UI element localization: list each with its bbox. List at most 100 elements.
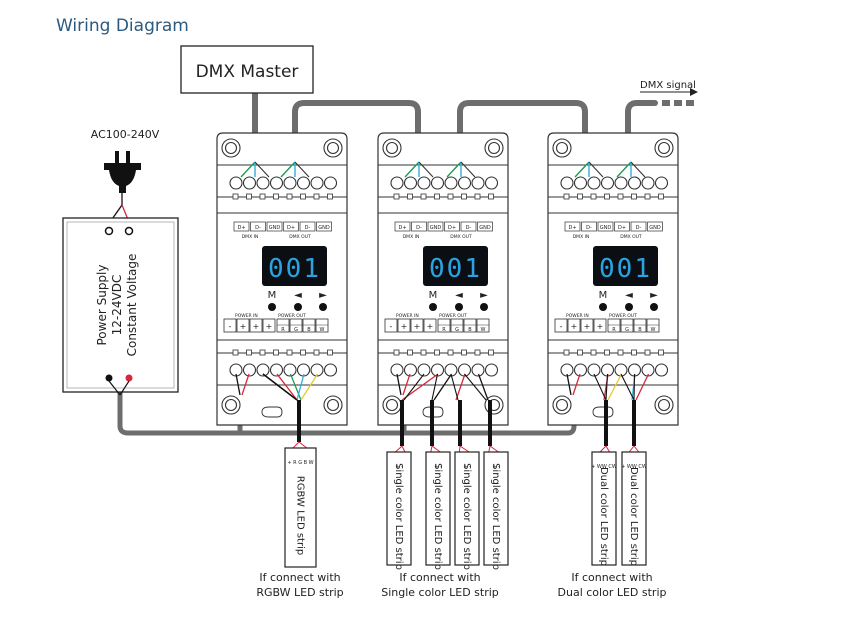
menu-button[interactable] bbox=[599, 303, 607, 311]
channel-terminal-box bbox=[620, 318, 634, 333]
strip-pins: + WW CW bbox=[621, 464, 647, 470]
strip-label: Dual color LED strip bbox=[628, 467, 639, 566]
dmx-screw-terminal bbox=[471, 176, 485, 190]
led-display bbox=[593, 246, 658, 286]
display-value: 001 bbox=[268, 254, 321, 284]
strip-pins: + R G B W bbox=[287, 460, 313, 466]
dmx-screw-terminal bbox=[457, 176, 472, 190]
dmx-terminal-label: D+ bbox=[237, 225, 245, 231]
dmx-terminal-box bbox=[266, 221, 283, 232]
strip-label: RGBW LED strip bbox=[295, 476, 306, 555]
single-color-strip-4: + -Single color LED strip bbox=[483, 400, 509, 570]
display-value: 001 bbox=[429, 254, 482, 284]
channel-terminal-label: W bbox=[320, 327, 325, 333]
led-display bbox=[262, 246, 327, 286]
dmx-terminal-box bbox=[316, 221, 332, 232]
power-terminal-box bbox=[580, 318, 594, 333]
left-button[interactable] bbox=[294, 303, 302, 311]
dmx-screw-terminal bbox=[242, 176, 257, 190]
left-button[interactable] bbox=[625, 303, 633, 311]
dmx-terminal-box bbox=[477, 221, 493, 232]
power-terminal-box bbox=[397, 318, 411, 333]
dmx-screw-terminal bbox=[310, 176, 324, 190]
power-terminal-label: + bbox=[427, 322, 434, 331]
power-terminal-box bbox=[262, 318, 276, 333]
button-label: ► bbox=[650, 290, 658, 301]
output-screw-terminal bbox=[587, 363, 601, 377]
dmx-screw-terminal bbox=[627, 176, 642, 190]
captions: If connect with RGBW LED strip If connec… bbox=[256, 571, 666, 599]
power-terminal-box bbox=[410, 318, 424, 333]
arrow-head-icon bbox=[690, 88, 698, 96]
dmx-terminal-label: GND bbox=[600, 225, 612, 231]
right-button[interactable] bbox=[319, 303, 327, 311]
output-wire bbox=[296, 373, 305, 401]
strip-label: Single color LED strip bbox=[461, 463, 472, 570]
power-terminal-box bbox=[384, 318, 398, 333]
button-label: ► bbox=[480, 290, 488, 301]
dmx-signal-dashes bbox=[662, 100, 694, 106]
link-cable-2 bbox=[457, 100, 588, 163]
dmx-terminal-label: GND bbox=[479, 225, 491, 231]
power-terminal-box bbox=[593, 318, 607, 333]
dmx-signal-label: DMX signal bbox=[640, 80, 696, 91]
output-wire bbox=[300, 373, 319, 401]
output-screw-terminal bbox=[484, 363, 499, 377]
dmx-screw-terminal bbox=[283, 176, 297, 190]
power-out-label: POWER OUT bbox=[278, 313, 306, 319]
led-strip bbox=[621, 451, 647, 566]
output-screw-terminal bbox=[654, 363, 669, 377]
dmx-screw-terminal bbox=[269, 176, 284, 190]
strip-label: Dual color LED strip bbox=[598, 467, 609, 566]
dmx-terminal-box bbox=[564, 221, 581, 232]
dmx-screw-terminal bbox=[654, 176, 669, 190]
din-clip bbox=[592, 406, 614, 418]
power-in-label: POWER IN bbox=[566, 313, 589, 319]
caption-single-line2: Single color LED strip bbox=[381, 586, 499, 599]
dmx-terminal-box bbox=[581, 221, 597, 232]
button-label: M bbox=[268, 290, 277, 301]
ac-input-label: AC100-240V bbox=[91, 128, 160, 141]
svg-text:12-24VDC: 12-24VDC bbox=[110, 275, 124, 336]
dmx-terminal-box bbox=[250, 221, 266, 232]
dmx-terminal-label: D- bbox=[416, 225, 422, 231]
channel-terminal-box bbox=[463, 318, 477, 333]
dmx-terminal-label: GND bbox=[269, 225, 281, 231]
ac-terminal-n bbox=[124, 226, 134, 236]
output-screw-terminal bbox=[242, 363, 257, 377]
power-in-label: POWER IN bbox=[396, 313, 419, 319]
left-button[interactable] bbox=[455, 303, 463, 311]
output-screw-terminal bbox=[269, 363, 284, 377]
caption-rgbw-line2: RGBW LED strip bbox=[256, 586, 343, 599]
dmx-screw-terminal bbox=[444, 176, 458, 190]
strip-label: Single color LED strip bbox=[393, 463, 404, 570]
dmx-terminal-box bbox=[411, 221, 427, 232]
channel-terminal-box bbox=[302, 318, 316, 333]
power-terminal-box bbox=[554, 318, 568, 333]
power-in-label: POWER IN bbox=[235, 313, 258, 319]
dmx-terminal-label: D- bbox=[466, 225, 472, 231]
menu-button[interactable] bbox=[268, 303, 276, 311]
right-button[interactable] bbox=[650, 303, 658, 311]
dmx-screw-terminal bbox=[600, 176, 615, 190]
output-screw-terminal bbox=[323, 363, 338, 377]
led-strip bbox=[425, 451, 451, 566]
display-value: 001 bbox=[599, 254, 652, 284]
power-terminal-label: + bbox=[571, 322, 578, 331]
channel-terminal-box bbox=[476, 318, 490, 333]
dmx-screw-terminal bbox=[430, 176, 445, 190]
led-strips: + R G B W RGBW LED strip + -Single color L… bbox=[284, 400, 647, 570]
dmx-screw-terminal bbox=[296, 176, 311, 190]
power-terminal-box bbox=[223, 318, 237, 333]
power-terminal-label: + bbox=[401, 322, 408, 331]
dmx-terminal-label: D- bbox=[636, 225, 642, 231]
right-button[interactable] bbox=[480, 303, 488, 311]
dmx-terminal-label: GND bbox=[318, 225, 330, 231]
dmx-master-box bbox=[180, 45, 314, 94]
menu-button[interactable] bbox=[429, 303, 437, 311]
dmx-terminal-label: GND bbox=[649, 225, 661, 231]
dmx-terminal-label: D- bbox=[255, 225, 261, 231]
channel-terminal-label: G bbox=[294, 327, 298, 333]
